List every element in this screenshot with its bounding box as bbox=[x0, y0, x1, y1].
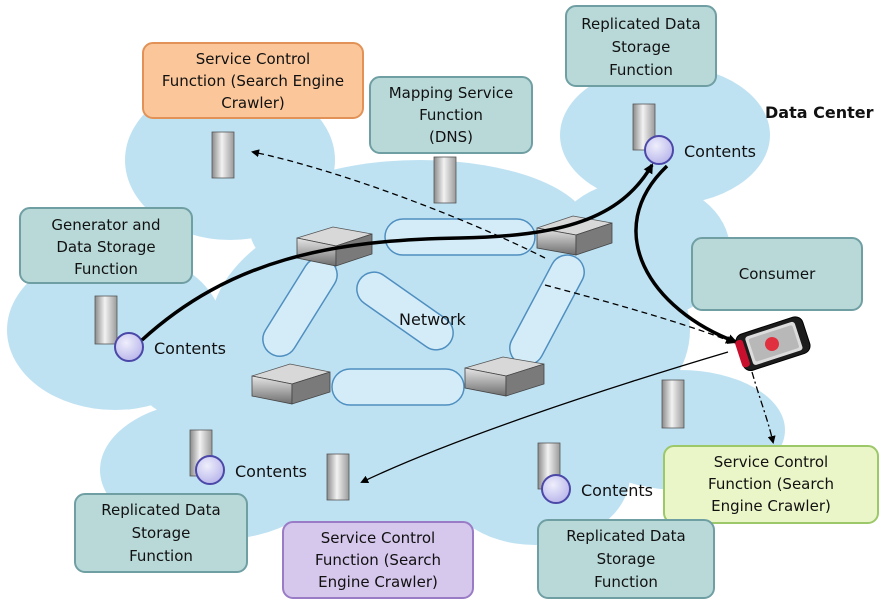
box-text: Mapping Service bbox=[389, 84, 514, 102]
box-text: Data Storage bbox=[56, 238, 155, 256]
box-text: Function bbox=[74, 260, 138, 278]
network-label: Network bbox=[399, 310, 467, 329]
arrow-data-center-to-consumer bbox=[634, 164, 738, 344]
box-text: Replicated Data bbox=[566, 527, 686, 545]
server-icon-top-left bbox=[211, 131, 235, 179]
cloud-top-right bbox=[560, 65, 770, 205]
contents-disc-data-center bbox=[644, 135, 674, 165]
box-text: Function (Search bbox=[708, 475, 834, 493]
box-text: Engine Crawler) bbox=[711, 497, 831, 515]
box-text: Function (Search Engine bbox=[162, 72, 344, 90]
contents-disc-generator bbox=[114, 332, 144, 362]
contents-label-data-center: Contents bbox=[684, 142, 756, 161]
server-icon-bottom-center bbox=[326, 453, 350, 501]
box-service-control-right: Service Control Function (Search Engine … bbox=[663, 445, 879, 524]
network-tube-diagonal bbox=[356, 271, 454, 351]
network-tube-bottom bbox=[331, 368, 465, 406]
router-bottom-left bbox=[251, 363, 331, 405]
cloud-left-mid bbox=[130, 305, 290, 425]
box-text: Storage bbox=[132, 524, 191, 542]
arrow-crawler-to-top-crawler bbox=[251, 149, 546, 259]
contents-label-bottom-right: Contents bbox=[581, 481, 653, 500]
box-text: Engine Crawler) bbox=[318, 573, 438, 591]
contents-label-generator: Contents bbox=[154, 339, 226, 358]
arrow-generator-to-data-center bbox=[140, 163, 654, 342]
box-replicated-top: Replicated Data Storage Function bbox=[565, 5, 717, 87]
box-text: Storage bbox=[612, 38, 671, 56]
box-text: Crawler) bbox=[221, 94, 285, 112]
box-text: Consumer bbox=[739, 265, 816, 283]
box-generator: Generator and Data Storage Function bbox=[19, 207, 193, 284]
box-replicated-bottom-left: Replicated Data Storage Function bbox=[74, 493, 248, 573]
box-text: Function bbox=[609, 61, 673, 79]
box-text: Replicated Data bbox=[101, 501, 221, 519]
box-service-control-bottom: Service Control Function (Search Engine … bbox=[282, 521, 474, 599]
box-replicated-bottom-right: Replicated Data Storage Function bbox=[537, 519, 715, 599]
contents-label-bottom-left: Contents bbox=[235, 462, 307, 481]
box-text: Service Control bbox=[321, 529, 435, 547]
flow-arrows bbox=[140, 149, 776, 484]
arrow-consumer-to-right-crawler bbox=[751, 371, 776, 444]
box-text: Replicated Data bbox=[581, 15, 701, 33]
box-text: (DNS) bbox=[429, 128, 473, 146]
box-text: Function bbox=[129, 547, 193, 565]
box-consumer: Consumer bbox=[691, 237, 863, 311]
network-links bbox=[262, 218, 585, 406]
router-bottom-right bbox=[464, 356, 545, 397]
box-text: Function (Search bbox=[315, 551, 441, 569]
box-text: Generator and bbox=[51, 216, 160, 234]
server-icon-generator bbox=[94, 295, 118, 345]
box-text: Function bbox=[594, 573, 658, 591]
box-text: Function bbox=[419, 106, 483, 124]
contents-disc-bottom-right bbox=[541, 474, 571, 504]
arrow-consumer-to-bottom-crawler bbox=[360, 351, 729, 484]
server-icon-dns bbox=[433, 156, 457, 204]
consumer-phone-icon bbox=[735, 316, 811, 371]
box-text: Service Control bbox=[196, 50, 310, 68]
box-service-control-top: Service Control Function (Search Engine … bbox=[142, 42, 364, 119]
box-mapping-service: Mapping Service Function (DNS) bbox=[369, 76, 533, 154]
data-center-label: Data Center bbox=[765, 103, 874, 122]
server-icon-right bbox=[661, 379, 685, 429]
contents-disc-bottom-left bbox=[195, 455, 225, 485]
box-text: Service Control bbox=[714, 453, 828, 471]
box-text: Storage bbox=[597, 550, 656, 568]
